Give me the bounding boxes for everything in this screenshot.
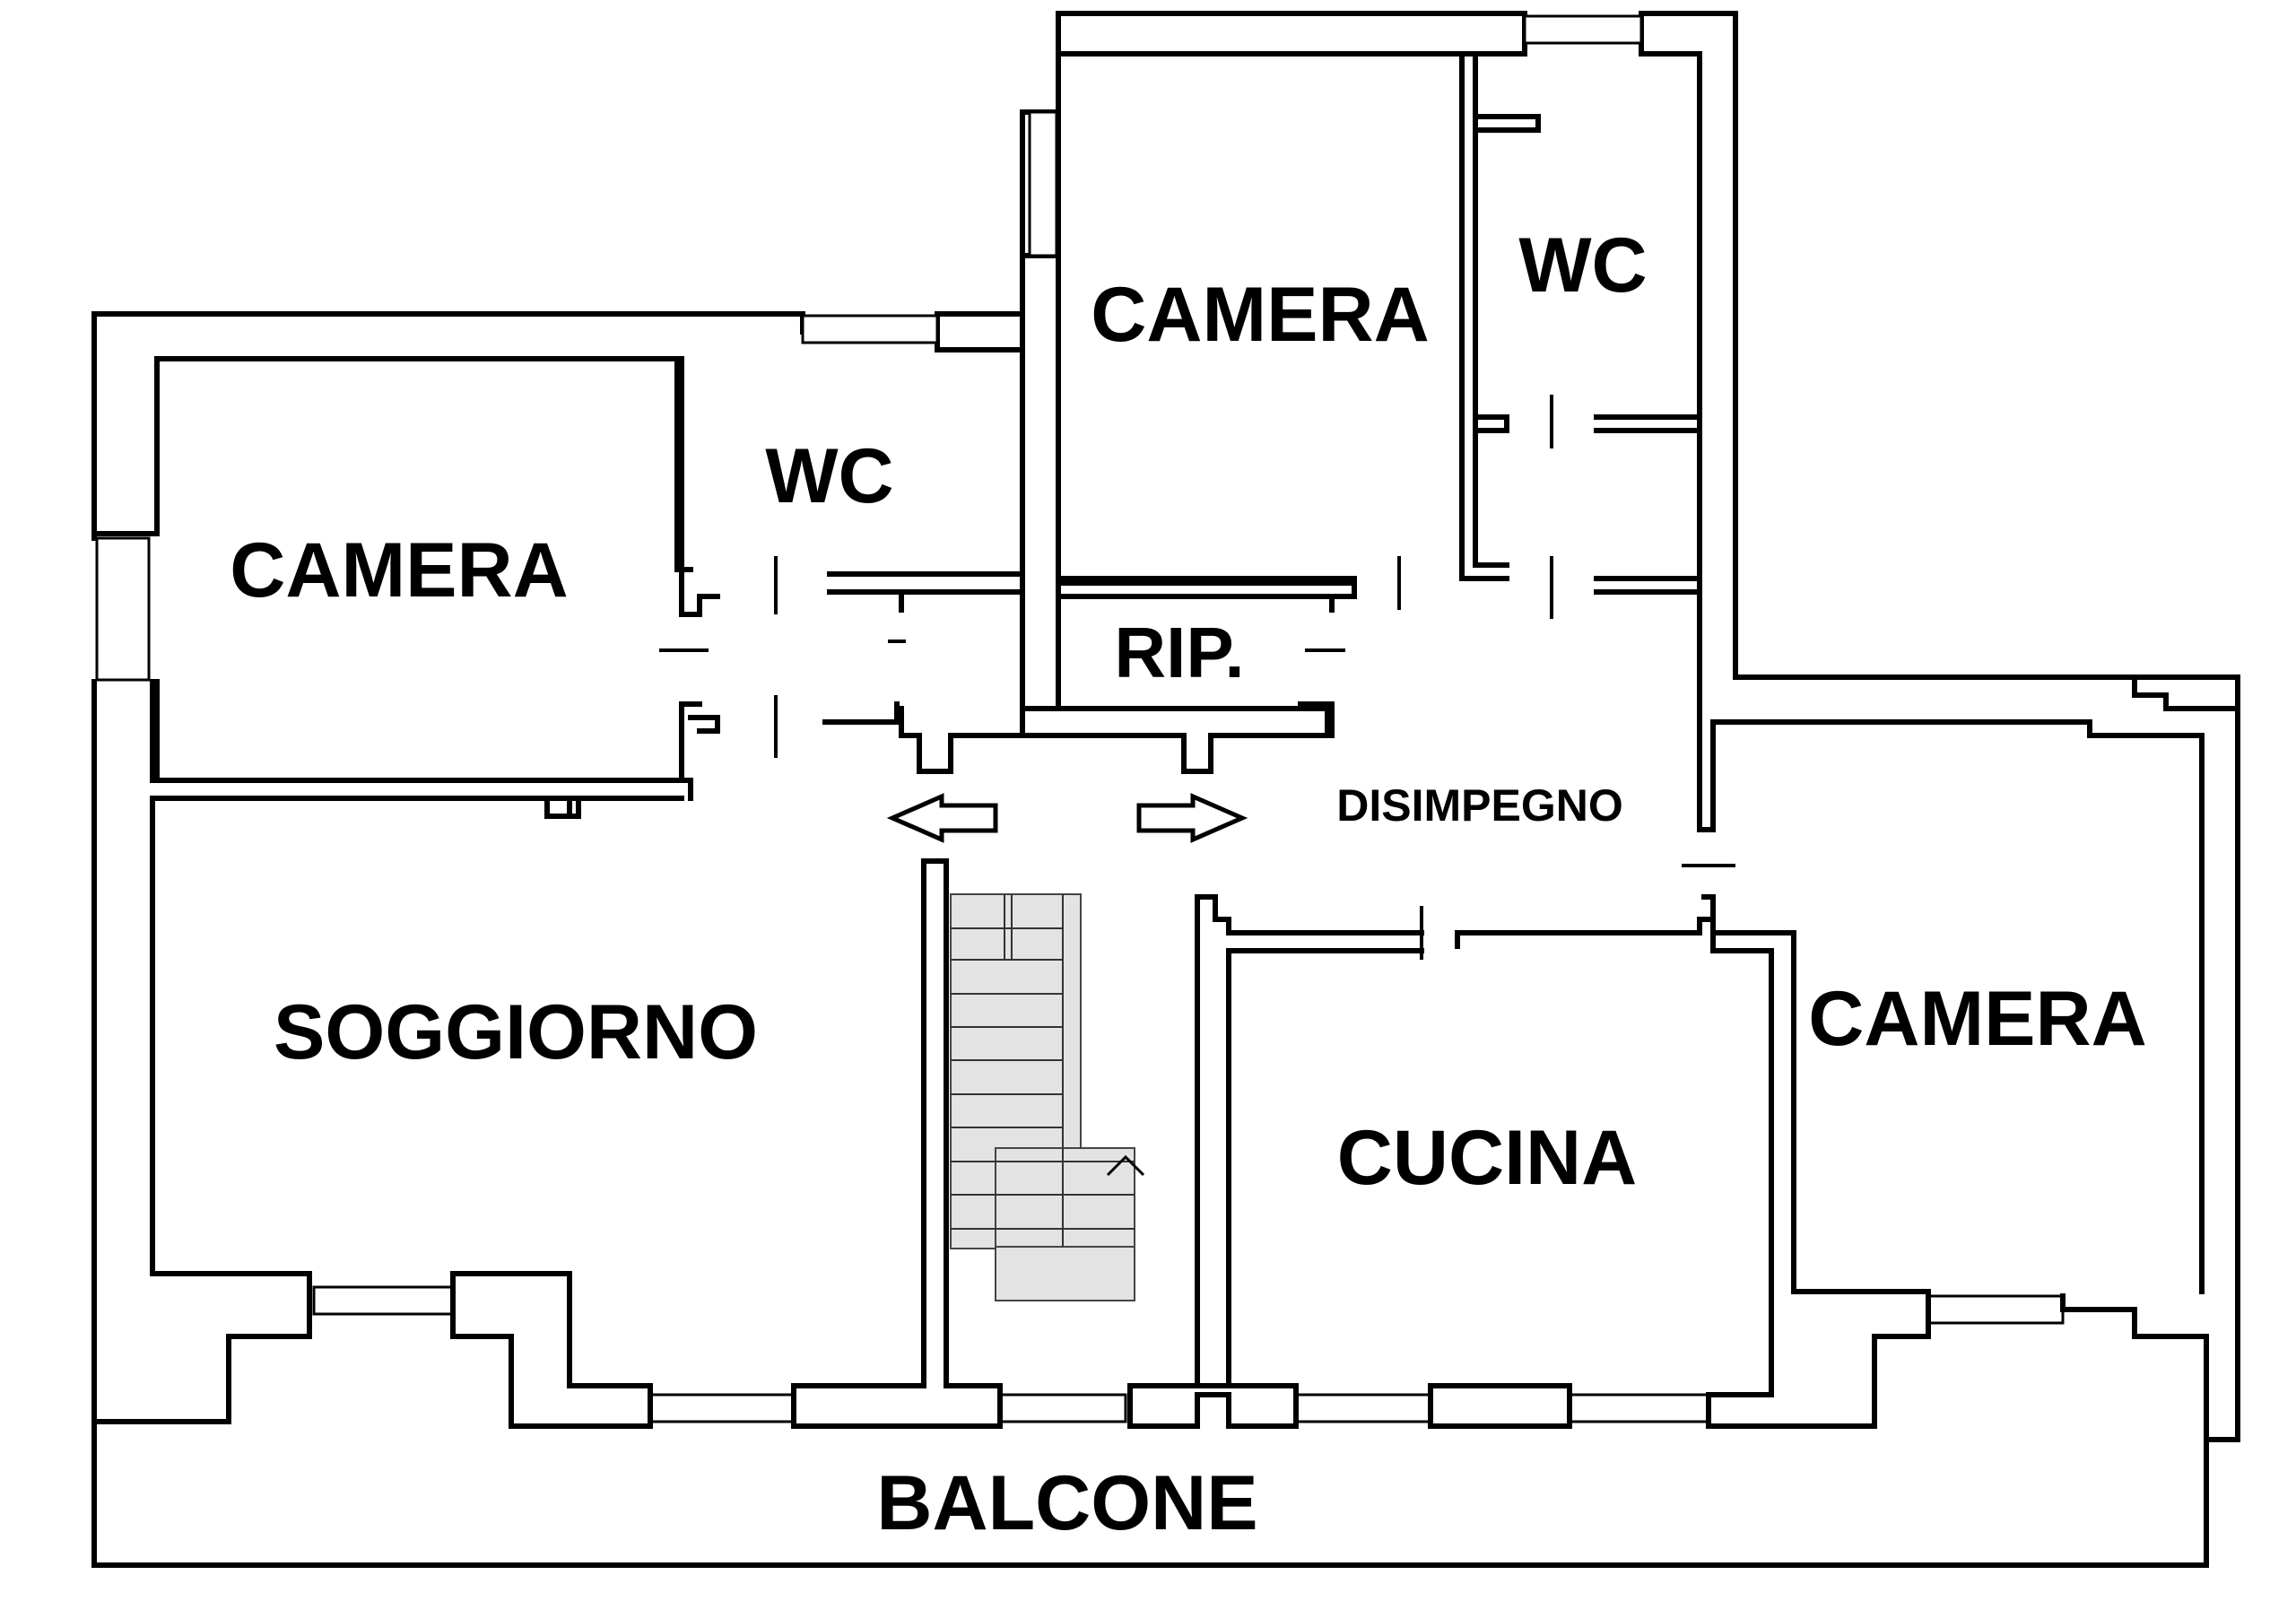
window-wc-top <box>1523 14 1643 45</box>
window-soggiorno-2 <box>648 1393 796 1423</box>
windows <box>95 14 2065 1423</box>
window-stair <box>998 1393 1127 1423</box>
window-camera-right <box>1926 1294 2065 1325</box>
outer-walls <box>91 11 2240 1568</box>
chevron-up-icon <box>1106 1154 1145 1177</box>
label-balcone: BALCONE <box>876 1460 1257 1546</box>
staircase <box>950 893 1145 1301</box>
window-camera-top <box>1028 110 1058 257</box>
label-camera-right: CAMERA <box>1808 976 2146 1062</box>
label-camera-left: CAMERA <box>230 527 568 614</box>
label-camera-top: CAMERA <box>1091 272 1429 358</box>
door-markers <box>659 395 1735 960</box>
window-wc-left <box>801 314 939 344</box>
label-disimpegno: DISIMPEGNO <box>1336 780 1622 831</box>
label-ripostiglio: RIP. <box>1114 613 1244 692</box>
window-cucina-2 <box>1568 1393 1710 1423</box>
window-cucina-1 <box>1294 1393 1432 1423</box>
room-labels: CAMERA WC CAMERA WC RIP. DISIMPEGNO SOGG… <box>230 222 2146 1546</box>
label-soggiorno: SOGGIORNO <box>274 989 758 1075</box>
stair-landing <box>995 1246 1135 1301</box>
label-wc-top: WC <box>1518 222 1647 309</box>
label-cucina: CUCINA <box>1337 1115 1637 1201</box>
arrow-right-icon <box>1136 793 1248 843</box>
arrow-left-icon <box>886 793 998 843</box>
interior-walls <box>91 51 2240 1442</box>
label-wc-left: WC <box>765 433 893 519</box>
window-camera-left <box>95 536 151 682</box>
window-soggiorno-1 <box>312 1285 455 1316</box>
